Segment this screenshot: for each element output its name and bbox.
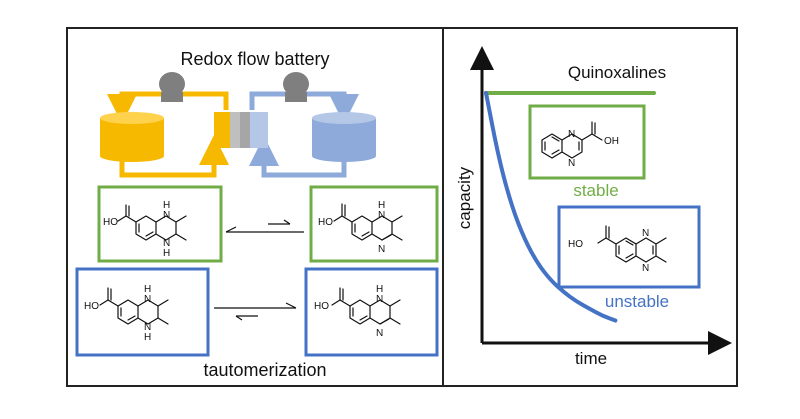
outer-frame: [66, 27, 738, 387]
battery-title: Redox flow battery: [180, 49, 329, 69]
tank-left-icon: [100, 112, 164, 162]
nh-bot-label: H: [163, 248, 170, 259]
pump-left-icon: [159, 72, 185, 102]
nh-bot-label: H: [144, 332, 151, 343]
nh-top-label: H: [378, 200, 385, 211]
n-bot-label: N: [378, 244, 385, 255]
n-top-label: N: [144, 294, 151, 305]
stable-label: stable: [573, 181, 618, 200]
n-top-label: N: [376, 294, 383, 305]
pump-right-icon: [283, 72, 309, 102]
hydroxyl-label: HO: [318, 217, 333, 228]
tank-right-icon: [312, 112, 376, 162]
n-label: N: [642, 263, 649, 274]
hydroxyl-label: HO: [314, 301, 329, 312]
hydroxyl-label: HO: [568, 239, 583, 250]
n-bot-label: N: [163, 238, 170, 249]
chart-title: Quinoxalines: [568, 63, 666, 82]
n-bot-label: N: [144, 322, 151, 333]
cell-stack: [214, 112, 268, 148]
molecule-box-blue-right: HO H N N: [304, 267, 439, 357]
molecule-box-blue-left: HO H N N H: [75, 267, 210, 357]
tautomerization-label: tautomerization: [203, 360, 326, 380]
unstable-molecule-box: HO N N: [557, 205, 701, 289]
molecule-box-green-right: HO H N N: [309, 185, 439, 263]
equilibrium-arrow-green: [225, 219, 304, 233]
n-bot-label: N: [376, 328, 383, 339]
series-unstable-line: [484, 91, 618, 323]
n-label: N: [568, 129, 575, 140]
n-label: N: [568, 158, 575, 169]
hydroxyl-label: HO: [103, 217, 118, 228]
y-axis-label: capacity: [455, 166, 474, 229]
x-axis-label: time: [575, 349, 607, 368]
hydroxyl-label: OH: [604, 136, 619, 147]
equilibrium-arrow-blue: [214, 302, 297, 321]
n-label: N: [642, 228, 649, 239]
hydroxyl-label: HO: [84, 301, 99, 312]
unstable-label: unstable: [605, 292, 669, 311]
stable-molecule-box: N N OH: [528, 104, 646, 180]
nh-top-label: H: [163, 200, 170, 211]
n-top-label: N: [163, 210, 170, 221]
series-layer: [484, 91, 656, 323]
nh-top-label: H: [144, 284, 151, 295]
n-top-label: N: [378, 210, 385, 221]
nh-top-label: H: [376, 284, 383, 295]
molecule-box-green-left: HO H N N H: [97, 185, 223, 263]
chart: Quinoxalines capacity time N N OH stable: [455, 46, 732, 368]
